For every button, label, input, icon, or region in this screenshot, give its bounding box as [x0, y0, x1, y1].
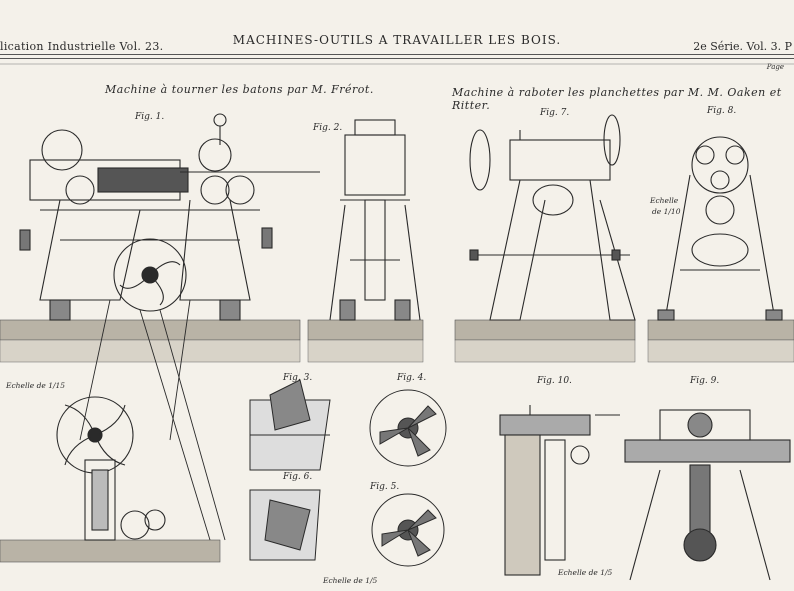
scale-middle: Echelle de 1/5	[323, 576, 378, 585]
fig9-detail	[624, 409, 791, 581]
label-fig8: Fig. 8.	[707, 106, 737, 116]
label-fig4: Fig. 4.	[397, 373, 427, 383]
fig8-end-view	[657, 136, 783, 321]
ground-band-top	[0, 319, 794, 341]
fig10-detail	[499, 405, 620, 576]
label-fig5: Fig. 5.	[370, 482, 400, 492]
scale-bottom-right: Echelle de 1/5	[558, 568, 613, 577]
label-fig3: Fig. 3.	[283, 373, 313, 383]
label-fig10: Fig. 10.	[537, 376, 572, 386]
fig5-chuck	[371, 493, 445, 567]
label-fig9: Fig. 9.	[690, 376, 720, 386]
label-fig7: Fig. 7.	[540, 108, 570, 118]
fig6-section	[249, 489, 321, 561]
plate-header: lication Industrielle Vol. 23. MACHINES-…	[0, 0, 794, 60]
scale-fig8-line1: Echelle	[650, 196, 679, 205]
label-fig1: Fig. 1.	[135, 112, 165, 122]
ground-band-bottom	[0, 539, 221, 563]
header-title: MACHINES-OUTILS A TRAVAILLER LES BOIS.	[232, 33, 562, 47]
header-rule-top	[0, 54, 794, 55]
scale-left: Echelle de 1/15	[6, 381, 66, 390]
label-fig6: Fig. 6.	[283, 472, 313, 482]
lower-flywheel	[56, 396, 166, 541]
scale-fig8-line2: de 1/10	[652, 207, 681, 216]
page-label: Page	[766, 63, 784, 71]
fig3-section	[249, 379, 331, 471]
title-turning-machine: Machine à tourner les batons par M. Frér…	[105, 83, 374, 96]
header-rule-bottom	[0, 58, 794, 59]
title-planing-machine: Machine à raboter les planchettes par M.…	[452, 86, 782, 112]
header-series: 2e Série. Vol. 3. P	[693, 40, 792, 53]
header-publication: lication Industrielle Vol. 23.	[0, 40, 164, 53]
label-fig2: Fig. 2.	[313, 123, 343, 133]
fig1-turning-machine	[19, 113, 320, 321]
drive-belts	[79, 299, 226, 541]
fig2-end-view	[329, 119, 421, 321]
fig7-planing-machine	[469, 114, 636, 321]
fig4-chuck	[369, 389, 447, 467]
